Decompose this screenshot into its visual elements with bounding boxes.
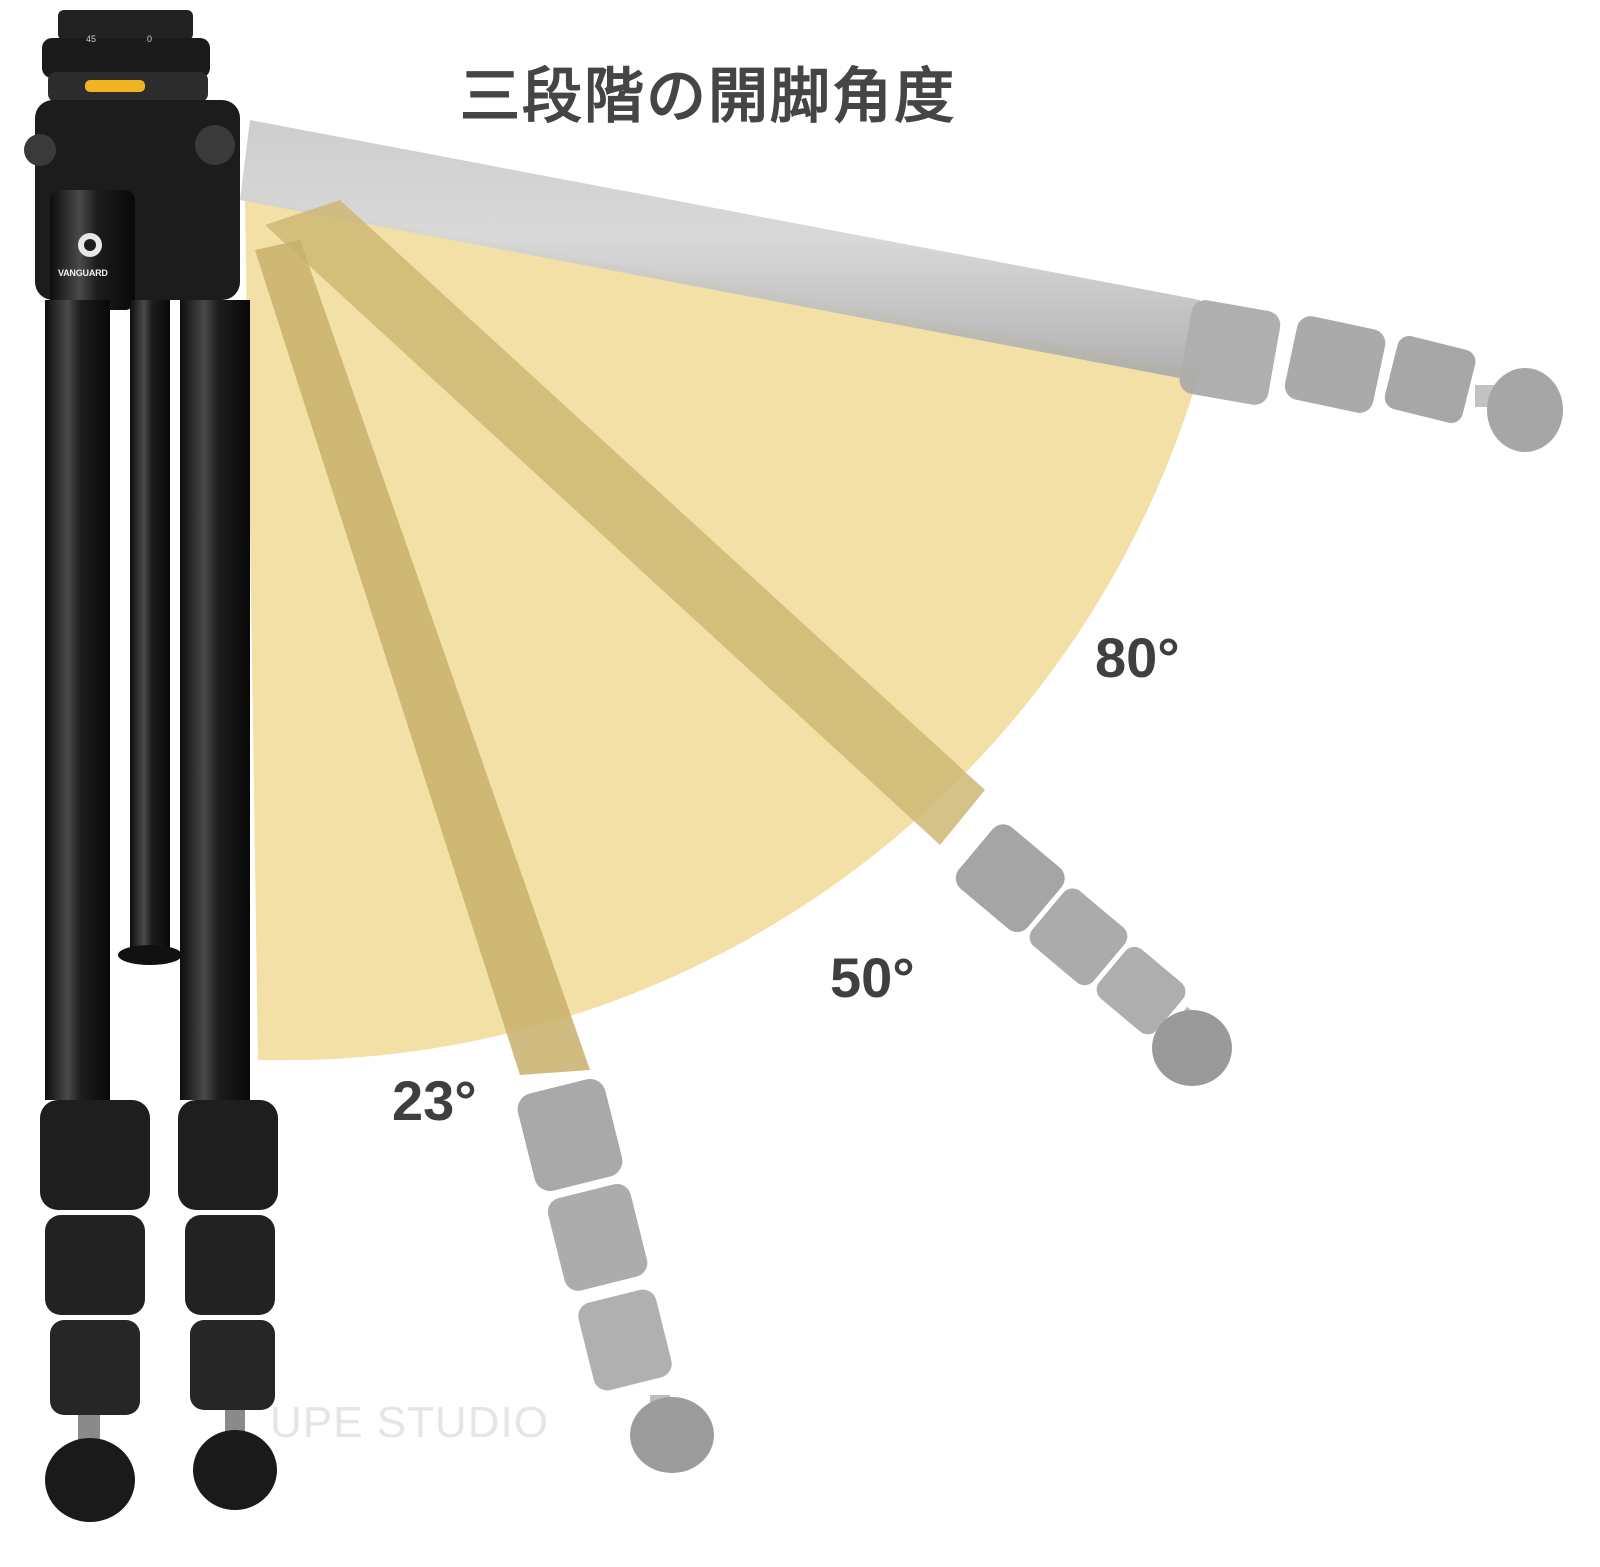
tripod-body (24, 10, 278, 1522)
angle-label-23: 23° (392, 1069, 477, 1132)
ghost-leg-80 (240, 120, 1563, 452)
dial-mark-0: 0 (147, 34, 153, 44)
brand-logo-text: VANGUARD (58, 268, 108, 278)
ghost-leg-50 (265, 200, 1232, 1086)
page-title: 三段階の開脚角度 (460, 62, 956, 132)
yellow-accent (85, 80, 145, 92)
angle-label-80: 80° (1095, 626, 1180, 689)
angle-label-50: 50° (830, 946, 915, 1009)
watermark: UPE STUDIO (270, 1398, 549, 1447)
ghost-leg-23 (255, 240, 714, 1473)
dial-mark-45: 45 (86, 34, 97, 44)
